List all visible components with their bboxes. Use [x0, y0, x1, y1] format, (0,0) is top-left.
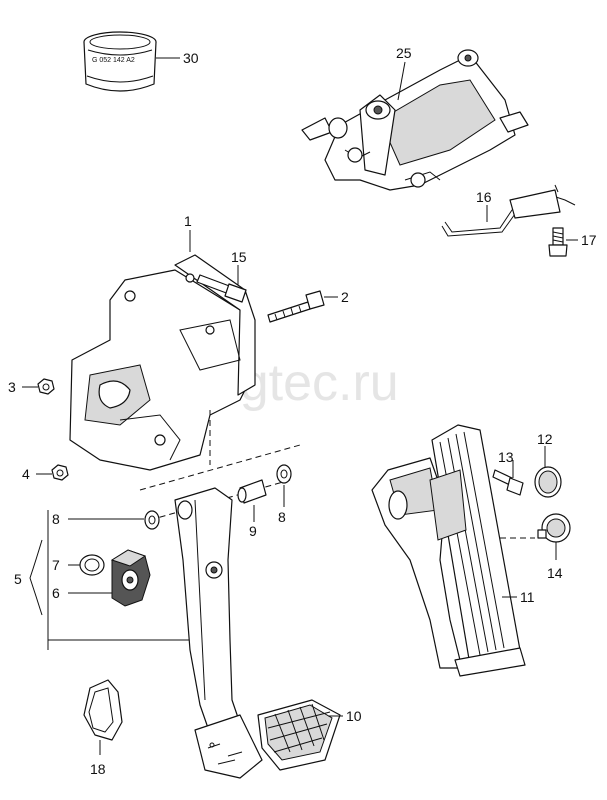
callout-13: 13	[498, 449, 514, 465]
part-4-nut[interactable]	[51, 464, 69, 481]
assembly-guide-line	[139, 444, 301, 491]
callout-14: 14	[547, 565, 563, 581]
callout-10: 10	[346, 708, 362, 724]
callout-3: 3	[8, 379, 16, 395]
callout-18: 18	[90, 761, 106, 777]
part-9-sleeve[interactable]	[237, 479, 267, 504]
part-25-bracket[interactable]	[301, 49, 529, 191]
part-8-washer-right[interactable]	[276, 464, 292, 484]
pedal-arm[interactable]	[174, 487, 263, 779]
part-2-bolt[interactable]	[267, 290, 325, 323]
callout-4: 4	[22, 466, 30, 482]
part-12-cap[interactable]	[534, 466, 562, 498]
part-18-gasket[interactable]	[83, 679, 123, 741]
group-bracket-5	[47, 510, 195, 650]
callout-16: 16	[476, 189, 492, 205]
callout-12: 12	[537, 431, 553, 447]
part-6-bushing[interactable]	[110, 549, 151, 607]
part-marking: G 052 142 A2	[92, 57, 135, 64]
part-30-sleeve[interactable]	[83, 31, 157, 92]
part-15-bolt[interactable]	[196, 274, 247, 303]
callout-6: 6	[52, 585, 60, 601]
callout-8a: 8	[52, 511, 60, 527]
part-7-o-ring[interactable]	[79, 554, 105, 576]
part-17-bolt[interactable]	[548, 227, 568, 257]
part-3-nut[interactable]	[37, 378, 55, 395]
callout-25: 25	[396, 45, 412, 61]
part-14-stop-buffer[interactable]	[537, 513, 571, 543]
leader-25	[397, 61, 406, 101]
callout-30: 30	[183, 50, 199, 66]
part-16-wire-bracket[interactable]	[441, 184, 576, 237]
callout-7: 7	[52, 557, 60, 573]
part-10-pedal-pad[interactable]	[257, 699, 341, 771]
part-11-accelerator-pedal[interactable]	[371, 424, 526, 677]
callout-8b: 8	[278, 509, 286, 525]
brace-5	[29, 539, 43, 616]
callout-15: 15	[231, 249, 247, 265]
callout-1: 1	[184, 213, 192, 229]
callout-5: 5	[14, 571, 22, 587]
part-13-bolt[interactable]	[492, 469, 524, 496]
callout-2: 2	[341, 289, 349, 305]
callout-11: 11	[520, 589, 535, 605]
part-8-washer-left[interactable]	[144, 510, 160, 530]
callout-9: 9	[249, 523, 257, 539]
callout-17: 17	[581, 232, 597, 248]
